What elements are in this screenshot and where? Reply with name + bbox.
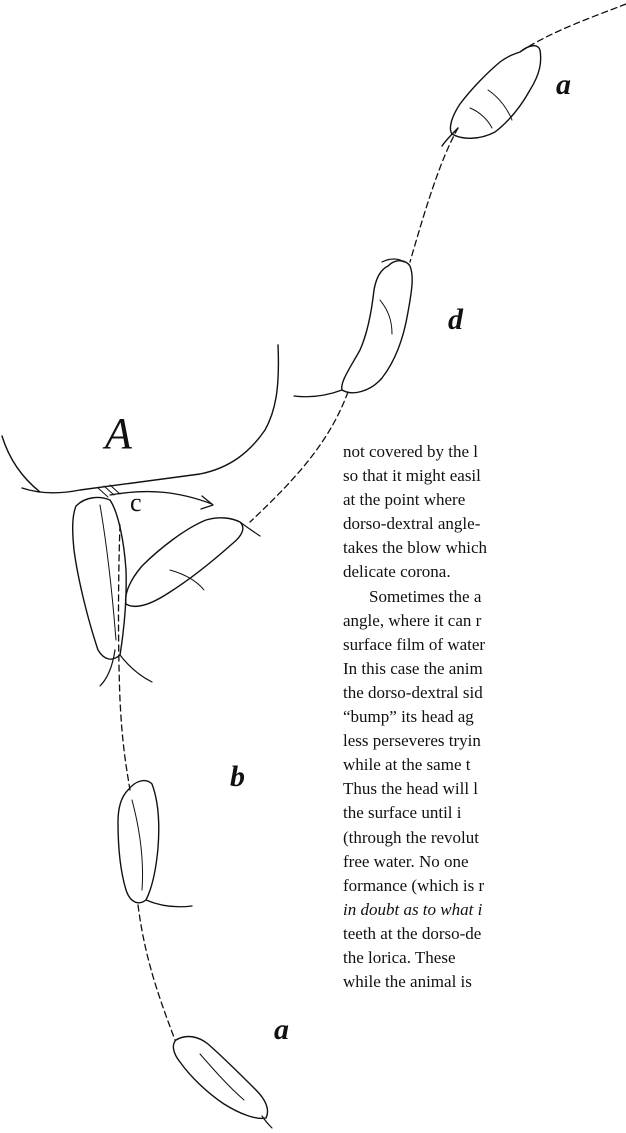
rotifer-b <box>118 781 192 907</box>
label-d: d <box>448 303 463 337</box>
text-line: while the animal is <box>343 970 626 994</box>
text-line: teeth at the dorso-de <box>343 922 626 946</box>
text-line: Sometimes the a <box>343 585 626 609</box>
text-line: the surface until i <box>343 801 626 825</box>
label-a-top: a <box>556 68 571 102</box>
label-A: A <box>105 408 132 459</box>
label-b: b <box>230 760 245 794</box>
text-line: at the point where <box>343 488 626 512</box>
rotifer-d <box>294 259 412 397</box>
text-line: while at the same t <box>343 753 626 777</box>
text-line: in doubt as to what i <box>343 898 626 922</box>
object-A-boundary <box>2 345 278 493</box>
text-line: the lorica. These <box>343 946 626 970</box>
label-a-bottom: a <box>274 1013 289 1047</box>
body-text: not covered by the l so that it might ea… <box>343 440 626 994</box>
text-line: dorso-dextral angle- <box>343 512 626 536</box>
impact-arrow <box>110 492 212 504</box>
text-line: takes the blow which <box>343 536 626 560</box>
text-line: In this case the anim <box>343 657 626 681</box>
text-line: (through the revolut <box>343 826 626 850</box>
text-line: less perseveres tryin <box>343 729 626 753</box>
text-line: angle, where it can r <box>343 609 626 633</box>
text-line: “bump” its head ag <box>343 705 626 729</box>
text-line: Thus the head will l <box>343 777 626 801</box>
rotifer-a-bottom <box>173 1037 272 1128</box>
text-line: surface film of water <box>343 633 626 657</box>
label-c: c <box>130 488 142 518</box>
text-line: so that it might easil <box>343 464 626 488</box>
text-line: formance (which is r <box>343 874 626 898</box>
text-line: delicate corona. <box>343 560 626 584</box>
text-line: free water. No one <box>343 850 626 874</box>
text-line: the dorso-dextral sid <box>343 681 626 705</box>
text-line: not covered by the l <box>343 440 626 464</box>
rotifer-c <box>73 498 260 686</box>
